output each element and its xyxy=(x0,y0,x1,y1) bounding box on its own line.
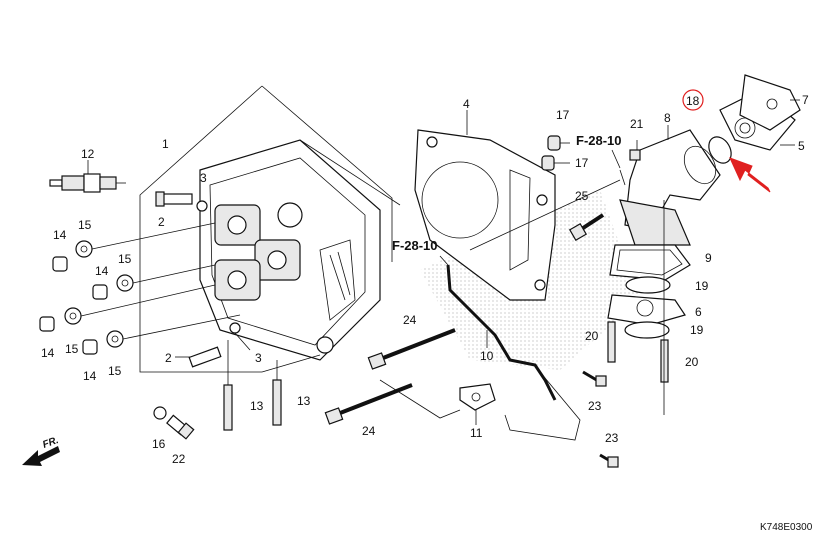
label-6: 6 xyxy=(695,305,702,319)
dowel-17b xyxy=(541,155,555,171)
stud-13a xyxy=(223,384,233,431)
washer-3b xyxy=(229,322,241,334)
cylinder-head xyxy=(199,139,381,361)
bolt-22 xyxy=(166,414,195,440)
label-5: 5 xyxy=(798,139,805,153)
label-18: 18 xyxy=(686,94,700,108)
label-23a: 23 xyxy=(588,399,602,413)
washer-16 xyxy=(153,406,167,420)
label-2b: 2 xyxy=(165,351,172,365)
label-20a: 20 xyxy=(585,329,599,343)
label-15a: 15 xyxy=(78,218,92,232)
head-gasket xyxy=(414,129,556,301)
label-9: 9 xyxy=(705,251,712,265)
label-17b: 17 xyxy=(575,156,589,170)
stud-20b xyxy=(660,339,669,383)
o-ring-7 xyxy=(708,136,732,164)
highlight-circle xyxy=(682,89,704,111)
bracket-11 xyxy=(459,383,496,411)
dowel-17a xyxy=(547,135,561,151)
front-arrow-icon xyxy=(22,446,60,466)
stud-13b xyxy=(272,379,282,426)
label-14b: 14 xyxy=(95,264,109,278)
label-19a: 19 xyxy=(695,279,709,293)
label-14c: 14 xyxy=(41,346,55,360)
bolt-23a xyxy=(582,370,607,387)
reference-b: F-28-10 xyxy=(392,238,438,253)
label-14d: 14 xyxy=(83,369,97,383)
label-4: 4 xyxy=(463,97,470,111)
stud-20a xyxy=(607,321,616,363)
insulator-6 xyxy=(607,294,686,326)
label-15d: 15 xyxy=(108,364,122,378)
front-label: FR. xyxy=(41,435,60,451)
o-ring-19a xyxy=(625,276,671,294)
label-15b: 15 xyxy=(118,252,132,266)
highlight-arrow xyxy=(729,157,771,193)
label-7: 7 xyxy=(802,93,809,107)
washer-3a xyxy=(196,200,208,212)
label-14a: 14 xyxy=(53,228,67,242)
nut-21 xyxy=(629,149,641,161)
bolt-2a xyxy=(155,191,193,207)
bolt-24b xyxy=(324,383,413,425)
plate-top xyxy=(739,74,801,131)
label-24a: 24 xyxy=(403,313,417,327)
label-11: 11 xyxy=(470,426,483,440)
label-19b: 19 xyxy=(690,323,704,337)
label-23b: 23 xyxy=(605,431,619,445)
label-16: 16 xyxy=(152,437,166,451)
label-20b: 20 xyxy=(685,355,699,369)
drawing-code: K748E0300 xyxy=(760,522,813,533)
intake-pipe-8 xyxy=(619,129,721,246)
label-15c: 15 xyxy=(65,342,79,356)
label-24b: 24 xyxy=(362,424,376,438)
label-8: 8 xyxy=(664,111,671,125)
label-21: 21 xyxy=(630,117,644,131)
bolt-24a xyxy=(367,328,456,370)
pipe-bracket xyxy=(504,371,581,441)
label-13b: 13 xyxy=(297,394,311,408)
label-17a: 17 xyxy=(556,108,570,122)
spark-plug xyxy=(49,173,126,193)
o-ring-19b xyxy=(624,321,670,339)
bolt-2b xyxy=(188,346,222,368)
label-1: 1 xyxy=(162,137,169,151)
reference-a: F-28-10 xyxy=(576,133,622,148)
label-3b: 3 xyxy=(255,351,262,365)
label-10: 10 xyxy=(480,349,494,363)
bolt-23b xyxy=(599,453,619,468)
label-3a: 3 xyxy=(200,171,207,185)
label-25: 25 xyxy=(575,189,589,203)
label-2a: 2 xyxy=(158,215,165,229)
label-12: 12 xyxy=(81,147,95,161)
label-13a: 13 xyxy=(250,399,264,413)
pipe-10 xyxy=(446,264,557,401)
bolt-25 xyxy=(568,213,605,242)
label-22: 22 xyxy=(172,452,186,466)
